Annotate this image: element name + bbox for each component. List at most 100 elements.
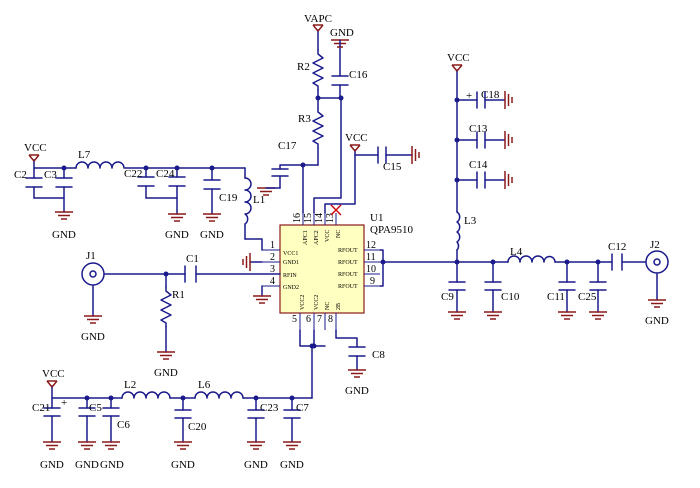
label-c1: C1 [186, 253, 199, 265]
resistor-r1: R1 [160, 286, 185, 328]
gnd-label: GND [345, 385, 369, 397]
label-r2: R2 [297, 61, 310, 73]
inductor-l7: L7 [75, 149, 125, 169]
pin-num-16: 16 [292, 213, 303, 223]
label-c17: C17 [278, 140, 297, 152]
label-l3: L3 [464, 215, 477, 227]
capacitor-c7: C7 [283, 402, 309, 419]
label-c16: C16 [349, 69, 368, 81]
pin-num-4: 4 [270, 276, 275, 287]
pin-func-12: RFOUT [338, 248, 358, 254]
label-c9: C9 [441, 291, 454, 303]
gnd-label: GND [40, 459, 64, 471]
pin-func-7: NC [325, 302, 331, 310]
vcc-symbol-right: VCC [447, 52, 470, 72]
capacitor-c2: C2 [14, 169, 43, 188]
capacitor-c18: + C18 [466, 89, 500, 109]
gnd-label: GND [100, 459, 124, 471]
polarity-mark-c18: + [466, 90, 472, 102]
no-connect-mark [330, 204, 342, 216]
capacitor-c12: C12 [608, 241, 626, 271]
ic-pins: 1 2 3 4 12 11 10 9 16 15 14 13 5 6 7 8 [262, 204, 383, 330]
capacitor-c13: C13 [469, 123, 488, 149]
pin-num-14: 14 [314, 213, 325, 223]
gnd-label: GND [154, 367, 178, 379]
inductor-l2: L2 [121, 379, 171, 399]
label-c6: C6 [117, 419, 130, 431]
capacitor-c1: C1 [184, 253, 199, 283]
pin-func-2: GND1 [283, 260, 299, 266]
vcc-symbol-bottom: VCC [42, 368, 65, 388]
pin-func-3: RFIN [283, 273, 297, 279]
label-c25: C25 [578, 291, 597, 303]
label-c14: C14 [469, 159, 488, 171]
capacitor-c14: C14 [469, 159, 488, 189]
pin-num-11: 11 [366, 252, 376, 263]
label-c22: C22 [124, 168, 142, 180]
capacitor-c9: C9 [441, 281, 466, 303]
gnd-label: GND [200, 229, 224, 241]
pin-num-1: 1 [270, 240, 275, 251]
label-j2: J2 [650, 239, 660, 251]
ground-symbols: GND GND GND GND GND GND GND [40, 27, 669, 471]
vapc-symbol: VAPC [304, 13, 332, 32]
ic-ref-label: U1 [370, 212, 383, 224]
capacitor-c24: C24 [156, 168, 186, 187]
capacitor-c22: C22 [124, 168, 155, 187]
vcc-label: VCC [345, 132, 368, 144]
pin-num-6: 6 [306, 314, 311, 325]
label-l1: L1 [253, 194, 265, 206]
inductor-l6: L6 [194, 379, 244, 399]
vcc-symbol-c15: VCC [345, 132, 368, 152]
label-c3: C3 [44, 169, 57, 181]
capacitor-c11: C11 [547, 281, 576, 303]
capacitor-c20: C20 [174, 409, 207, 433]
label-c20: C20 [188, 421, 207, 433]
capacitor-c15: C15 [377, 146, 402, 173]
label-c10: C10 [501, 291, 520, 303]
label-c19: C19 [219, 192, 238, 204]
label-c21: C21 [32, 402, 50, 414]
label-l6: L6 [198, 379, 211, 391]
ic-u1: U1 QPA9510 VCC1 GND1 RFIN GND2 RFOUT RFO… [279, 212, 413, 314]
gnd-label: GND [165, 229, 189, 241]
label-l2: L2 [124, 379, 136, 391]
junctions [61, 95, 601, 401]
pin-func-16: APC1 [303, 230, 309, 245]
pin-func-8: 2B [336, 303, 342, 310]
label-c23: C23 [260, 402, 279, 414]
pin-num-8: 8 [328, 314, 333, 325]
resistor-r3: R3 [298, 107, 324, 149]
pin-func-9: RFOUT [338, 284, 358, 290]
pin-func-10: RFOUT [338, 272, 358, 278]
capacitor-c23: C23 [247, 402, 279, 419]
pin-func-14: VCC [325, 230, 331, 242]
gnd-label: GND [645, 315, 669, 327]
pin-num-3: 3 [270, 264, 275, 275]
capacitor-c17: C17 [271, 140, 297, 177]
pin-num-12: 12 [366, 240, 376, 251]
inductor-l1: L1 [244, 177, 265, 225]
polarity-mark-c21: + [61, 397, 67, 409]
label-r3: R3 [298, 113, 311, 125]
pin-func-15: APC2 [314, 230, 320, 245]
label-c18: C18 [481, 89, 500, 101]
pin-num-9: 9 [370, 276, 375, 287]
capacitor-c10: C10 [484, 281, 520, 303]
gnd-label: GND [52, 229, 76, 241]
capacitor-c25: C25 [578, 281, 607, 303]
capacitor-c6: C6 [102, 407, 130, 431]
pin-num-5: 5 [292, 314, 297, 325]
label-l7: L7 [78, 149, 91, 161]
pin-num-7: 7 [317, 314, 322, 325]
label-c2: C2 [14, 169, 27, 181]
pin-num-2: 2 [270, 252, 275, 263]
gnd-label: GND [171, 459, 195, 471]
ic-part-label: QPA9510 [370, 224, 413, 236]
vcc-label: VCC [24, 142, 47, 154]
capacitor-c3: C3 [44, 169, 73, 188]
label-c7: C7 [296, 402, 309, 414]
inductor-l3: L3 [456, 211, 477, 251]
pin-num-10: 10 [366, 264, 376, 275]
